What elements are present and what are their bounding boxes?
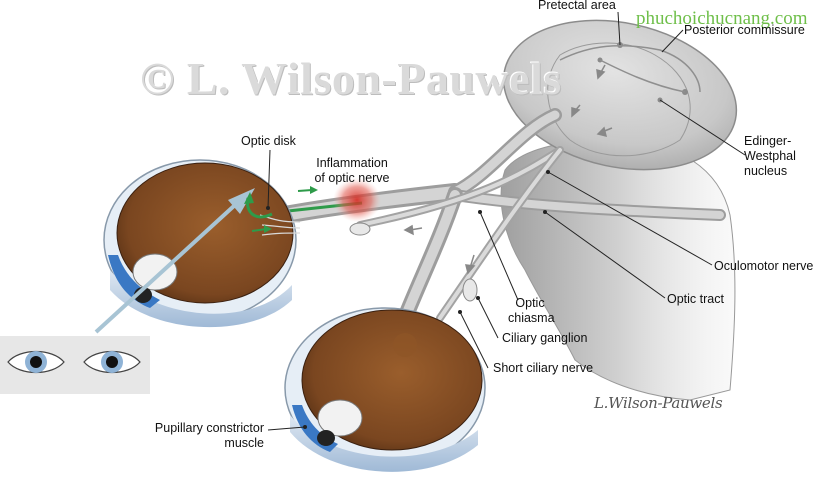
label-optic-tract: Optic tract bbox=[667, 292, 724, 306]
label-pupillary-constrictor-muscle: Pupillary constrictor muscle bbox=[154, 421, 264, 450]
inflammation-spot bbox=[333, 178, 381, 222]
artist-signature: L.Wilson-Pauwels bbox=[594, 394, 723, 412]
optic-nerve-lower bbox=[397, 187, 463, 326]
label-optic-disk: Optic disk bbox=[241, 134, 296, 148]
light-ray bbox=[94, 188, 255, 334]
label-short-ciliary-nerve: Short ciliary nerve bbox=[493, 361, 594, 375]
site-url-watermark: phuchoichucnang.com bbox=[636, 8, 808, 29]
green-direction-arrows bbox=[251, 186, 318, 233]
label-optic-chiasma: Optic chiasma bbox=[508, 296, 555, 325]
label-inflammation: Inflammation of optic nerve bbox=[314, 156, 390, 185]
oculomotor-nerves bbox=[356, 146, 564, 322]
grey-direction-arrows bbox=[403, 64, 613, 275]
eyes-icon-panel bbox=[0, 336, 150, 394]
ciliary-ganglion-upper bbox=[349, 222, 371, 236]
label-oculomotor-nerve: Oculomotor nerve bbox=[714, 259, 814, 273]
label-posterior-commissure: Posterior commissure bbox=[684, 23, 805, 37]
label-edinger-westphal-nucleus: Edinger- Westphal nucleus bbox=[744, 134, 796, 178]
lower-eye bbox=[284, 307, 486, 472]
eyes-icon bbox=[7, 351, 141, 373]
optic-tract bbox=[448, 108, 726, 221]
label-pretectal-area: Pretectal area bbox=[538, 0, 616, 12]
ciliary-ganglion-lower bbox=[462, 278, 478, 302]
leader-lines bbox=[267, 11, 746, 431]
label-ciliary-ganglion: Ciliary ganglion bbox=[502, 331, 588, 345]
upper-eye bbox=[103, 159, 301, 328]
copyright-watermark: © L. Wilson-Pauwels bbox=[140, 53, 562, 104]
